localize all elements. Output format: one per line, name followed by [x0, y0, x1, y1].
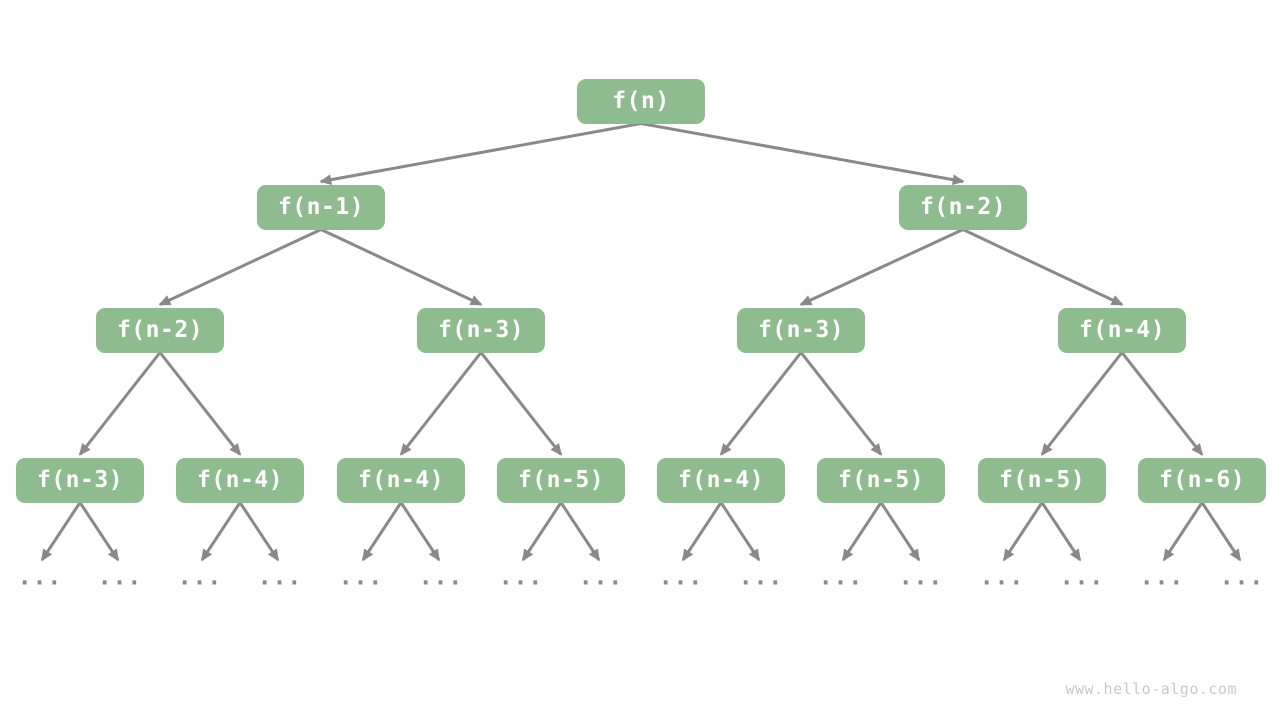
edge-arrow: [399, 351, 483, 456]
edge-arrow: [1040, 501, 1082, 562]
ellipsis: ...: [338, 564, 384, 591]
tree-node: f(n-5): [497, 457, 625, 503]
edge-arrow: [719, 351, 803, 456]
watermark: www.hello-algo.com: [1065, 680, 1237, 698]
edge-arrow: [399, 501, 441, 562]
tree-node: f(n-4): [176, 457, 304, 503]
edge-arrow: [640, 122, 965, 185]
edge-arrow: [1002, 501, 1044, 562]
edge-arrow: [238, 501, 280, 562]
tree-node: f(n-6): [1138, 457, 1266, 503]
edge-arrow: [681, 501, 723, 562]
ellipsis: ...: [898, 564, 944, 591]
edge-arrow: [319, 122, 642, 185]
ellipsis: ...: [498, 564, 544, 591]
tree-node: f(n-5): [978, 457, 1106, 503]
edge-arrow: [521, 501, 563, 562]
ellipsis: ...: [818, 564, 864, 591]
edge-arrow: [1162, 501, 1204, 562]
tree-node: f(n-3): [417, 307, 545, 353]
edge-arrow: [879, 501, 921, 562]
ellipsis: ...: [1219, 564, 1265, 591]
edge-arrow: [1120, 351, 1204, 456]
edge-arrow: [559, 501, 601, 562]
edge-arrow: [200, 501, 242, 562]
tree-node: f(n): [577, 78, 705, 124]
tree-node: f(n-5): [817, 457, 945, 503]
ellipsis: ...: [658, 564, 704, 591]
edge-arrow: [1040, 351, 1124, 456]
edge-arrow: [78, 501, 120, 562]
ellipsis: ...: [738, 564, 784, 591]
edge-arrow: [40, 501, 82, 562]
ellipsis: ...: [177, 564, 223, 591]
tree-node: f(n-1): [257, 184, 385, 230]
edge-arrow: [962, 228, 1124, 306]
edge-arrow: [158, 228, 322, 306]
tree-node: f(n-2): [96, 307, 224, 353]
edge-arrow: [719, 501, 761, 562]
edge-arrow: [479, 351, 563, 456]
ellipsis: ...: [418, 564, 464, 591]
tree-node: f(n-4): [657, 457, 785, 503]
ellipsis: ...: [1059, 564, 1105, 591]
edge-arrow: [78, 351, 162, 456]
tree-node: f(n-3): [16, 457, 144, 503]
tree-node: f(n-2): [899, 184, 1027, 230]
tree-node: f(n-3): [737, 307, 865, 353]
edge-arrow: [158, 351, 242, 456]
ellipsis: ...: [97, 564, 143, 591]
ellipsis: ...: [979, 564, 1025, 591]
edge-arrow: [1200, 501, 1242, 562]
tree-node: f(n-4): [337, 457, 465, 503]
tree-node: f(n-4): [1058, 307, 1186, 353]
ellipsis: ...: [1139, 564, 1185, 591]
ellipsis: ...: [578, 564, 624, 591]
edge-arrow: [320, 228, 483, 306]
ellipsis: ...: [257, 564, 303, 591]
ellipsis: ...: [17, 564, 63, 591]
edge-arrow: [799, 351, 883, 456]
edge-arrow: [799, 228, 964, 306]
edge-arrow: [841, 501, 883, 562]
edge-arrow: [361, 501, 403, 562]
